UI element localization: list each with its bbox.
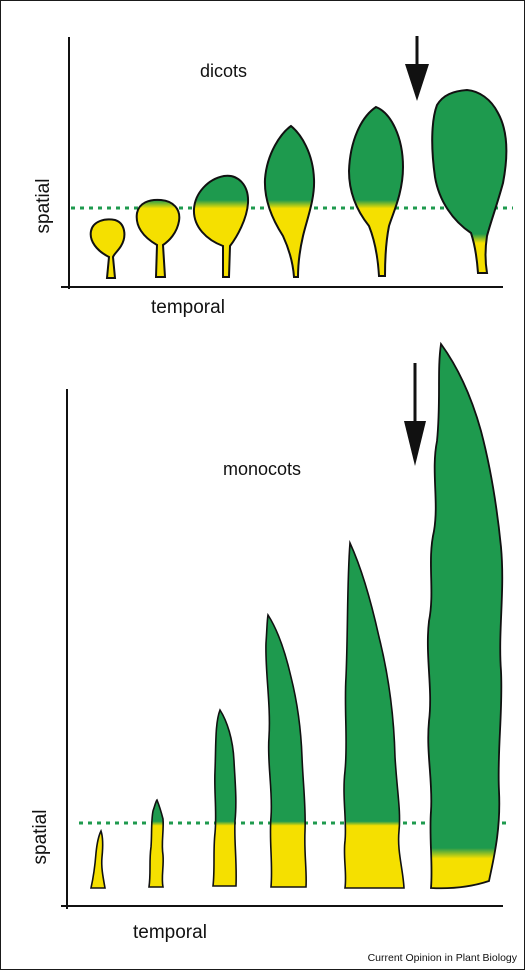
dicot-leaf-5 <box>349 107 403 276</box>
dicots-x-axis-label: temporal <box>151 297 225 318</box>
monocot-blade-1 <box>91 831 105 888</box>
dicots-title: dicots <box>200 61 247 81</box>
dicot-leaf-1 <box>91 219 125 278</box>
monocot-blade-3 <box>213 710 236 886</box>
monocots-panel: spatial temporal monocots <box>30 344 507 943</box>
monocots-y-axis-label: spatial <box>30 810 51 865</box>
monocot-blade-6 <box>428 344 502 888</box>
dicots-y-axis-label: spatial <box>33 179 54 234</box>
dicot-leaf-4 <box>265 126 314 277</box>
monocot-blade-5 <box>344 543 404 888</box>
monocot-blade-2 <box>149 800 163 887</box>
dicot-leaf-6 <box>432 90 506 273</box>
monocots-arrow-icon <box>404 363 426 466</box>
monocot-blade-4 <box>266 615 306 887</box>
dicot-leaf-3 <box>194 176 248 277</box>
monocots-x-axis-label: temporal <box>133 922 207 943</box>
dicots-arrow-icon <box>405 36 429 101</box>
monocots-title: monocots <box>223 459 301 479</box>
dicots-panel: spatial temporal dicots <box>33 36 513 318</box>
figure-credit: Current Opinion in Plant Biology <box>368 952 518 964</box>
dicot-leaf-2 <box>137 200 180 277</box>
